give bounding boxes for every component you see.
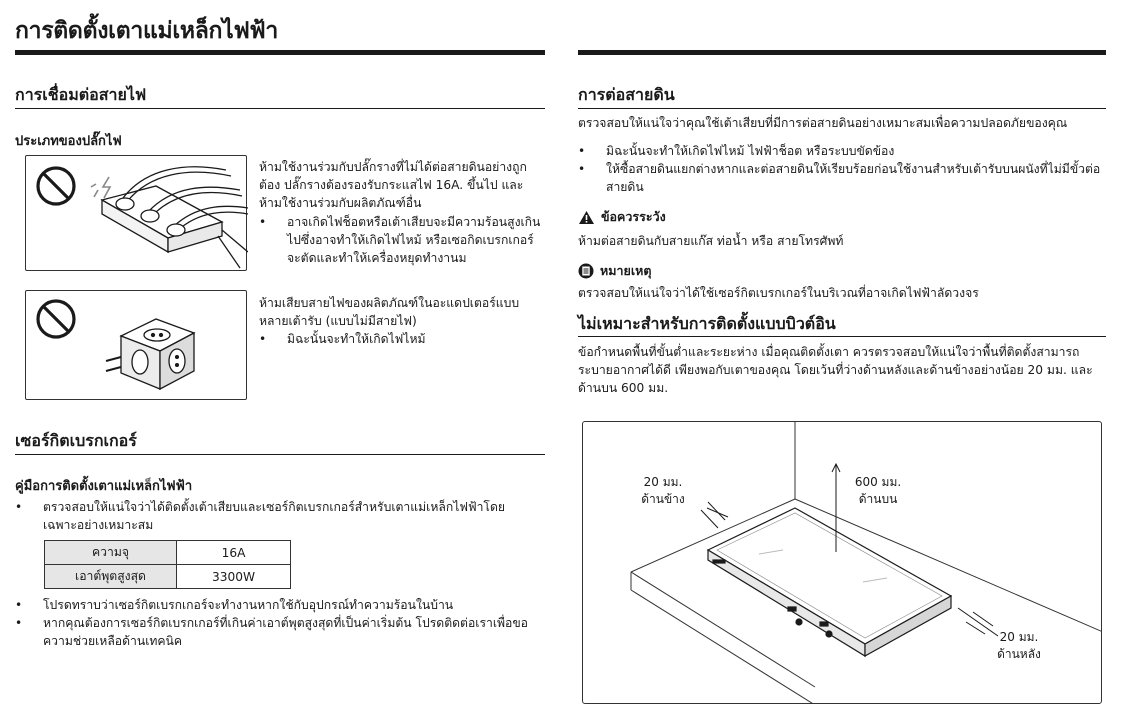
breaker-bullets-bottom: โปรดทราบว่าเซอร์กิตเบรกเกอร์จะทำงานหากใช…: [15, 596, 535, 650]
top-clearance-text: ด้านบน: [858, 492, 898, 506]
back-clearance-value: 20 มม.: [999, 630, 1039, 644]
note-icon: [578, 263, 594, 279]
spec-value: 16A: [176, 540, 291, 565]
spec-key: เอาต์พุตสูงสุด: [44, 564, 177, 589]
page-title: การติดตั้งเตาแม่เหล็กไฟฟ้า: [15, 18, 279, 44]
grounding-heading: การต่อสายดิน: [578, 85, 675, 104]
cube-adapter-icon: [105, 318, 196, 391]
plug-type-heading: ประเภทของปลั๊กไฟ: [15, 134, 122, 149]
caution-heading: ข้อควรระวัง: [578, 207, 666, 227]
plug-strip-bullet: อาจเกิดไฟช็อตหรือเต้าเสียบจะมีความร้อนสู…: [259, 213, 545, 267]
plug-strip-warning: ห้ามใช้งานร่วมกับปลั๊กรางที่ไม่ได้ต่อสาย…: [259, 160, 527, 210]
grounding-intro: ตรวจสอบให้แน่ใจว่าคุณใช้เต้าเสียบที่มีกา…: [578, 116, 1068, 130]
breaker-bullets-top: ตรวจสอบให้แน่ใจว่าได้ติดตั้งเต้าเสียบและ…: [15, 498, 535, 534]
spec-value: 3300W: [176, 564, 291, 589]
counter-icon: [630, 571, 816, 703]
breaker-rule: [15, 454, 545, 455]
grounding-rule: [578, 108, 1106, 109]
clearance-diagram: 20 มม. ด้านข้าง 600 มม. ด้านบน 20 มม. ด้…: [582, 421, 1102, 704]
dimension-arrows-icon: [700, 462, 999, 637]
note-label: หมายเหตุ: [600, 263, 652, 278]
induction-cooktop-icon: [706, 507, 953, 658]
top-clearance-label: 600 มม. ด้านบน: [843, 474, 913, 508]
back-clearance-text: ด้านหลัง: [997, 647, 1041, 661]
builtin-heading: ไม่เหมาะสำหรับการติดตั้งแบบบิวต์อิน: [578, 314, 836, 333]
prohibited-icon: [36, 166, 76, 206]
breaker-heading: เซอร์กิตเบรกเกอร์: [15, 431, 137, 450]
note-heading: หมายเหตุ: [578, 261, 651, 281]
spark-icon: [90, 176, 112, 199]
title-rule-left: [15, 50, 545, 55]
grounding-bullet-2: ให้ซื้อสายดินแยกต่างหากและต่อสายดินให้เร…: [578, 160, 1106, 196]
title-rule-right: [578, 50, 1106, 55]
multi-socket-strip-icon: [100, 185, 248, 269]
table-row: เอาต์พุตสูงสุด 3300W: [44, 564, 291, 589]
caution-text: ห้ามต่อสายดินกับสายแก๊ส ท่อน้ำ หรือ สายโ…: [578, 234, 844, 248]
adapter-warning: ห้ามเสียบสายไฟของผลิตภัณฑ์ในอะแดปเตอร์แบ…: [259, 296, 520, 328]
wiring-heading: การเชื่อมต่อสายไฟ: [15, 85, 147, 104]
plug-strip-bullets: อาจเกิดไฟช็อตหรือเต้าเสียบจะมีความร้อนสู…: [259, 213, 545, 267]
breaker-bullet-2: โปรดทราบว่าเซอร์กิตเบรกเกอร์จะทำงานหากใช…: [15, 596, 535, 614]
wiring-rule: [15, 108, 545, 109]
wall-icon: [630, 422, 1101, 632]
builtin-text: ข้อกำหนดพื้นที่ขั้นต่ำและระยะห่าง เมื่อค…: [578, 345, 1093, 395]
spec-key: ความจุ: [44, 540, 177, 565]
adapter-bullet: มิฉะนั้นจะทำให้เกิดไฟไหม้: [259, 330, 545, 348]
side-clearance-label: 20 มม. ด้านข้าง: [633, 474, 693, 508]
plug-cords-icon: [115, 166, 248, 237]
side-clearance-value: 20 มม.: [643, 475, 683, 489]
multi-adapter-illustration: [25, 290, 247, 400]
warning-triangle-icon: [579, 210, 594, 224]
note-text: ตรวจสอบให้แน่ใจว่าได้ใช้เซอร์กิตเบรกเกอร…: [578, 286, 979, 300]
table-row: ความจุ 16A: [44, 540, 291, 565]
breaker-bullet-1: ตรวจสอบให้แน่ใจว่าได้ติดตั้งเต้าเสียบและ…: [15, 498, 535, 534]
grounding-bullets: มิฉะนั้นจะทำให้เกิดไฟไหม้ ไฟฟ้าช็อต หรือ…: [578, 142, 1106, 196]
breaker-spec-table: ความจุ 16A เอาต์พุตสูงสุด 3300W: [44, 540, 291, 589]
builtin-rule: [578, 336, 1106, 337]
grounding-bullet-1: มิฉะนั้นจะทำให้เกิดไฟไหม้ ไฟฟ้าช็อต หรือ…: [578, 142, 1106, 160]
breaker-bullet-3: หากคุณต้องการเซอร์กิตเบรกเกอร์ที่เกินค่า…: [15, 614, 535, 650]
breaker-subheading: คู่มือการติดตั้งเตาแม่เหล็กไฟฟ้า: [15, 479, 193, 494]
top-clearance-value: 600 มม.: [854, 475, 902, 489]
prohibited-icon: [36, 299, 76, 339]
adapter-bullets: มิฉะนั้นจะทำให้เกิดไฟไหม้: [259, 330, 545, 348]
caution-label: ข้อควรระวัง: [601, 209, 666, 224]
power-strip-illustration: [25, 155, 248, 271]
side-clearance-text: ด้านข้าง: [641, 492, 685, 506]
back-clearance-label: 20 มม. ด้านหลัง: [987, 629, 1051, 663]
